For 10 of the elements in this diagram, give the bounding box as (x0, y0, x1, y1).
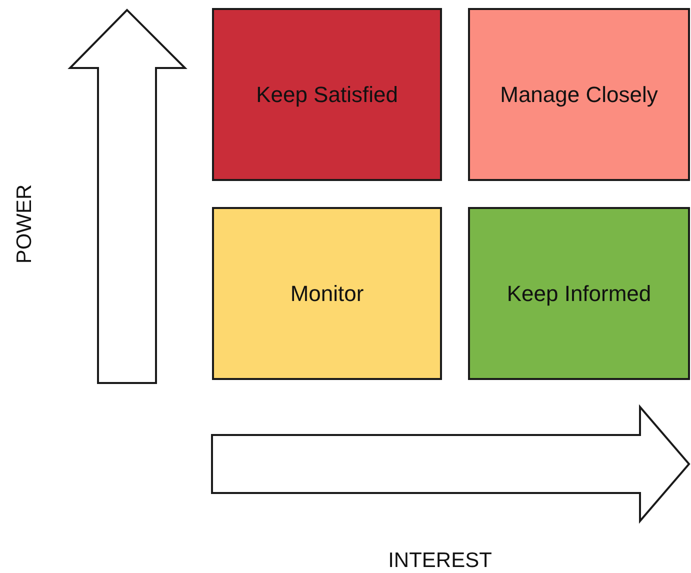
quadrant-label: Keep Satisfied (256, 82, 398, 108)
quadrant-box (468, 8, 690, 181)
quadrant-box (212, 207, 442, 380)
quadrant-box (212, 8, 442, 181)
quadrant-label: Manage Closely (500, 82, 658, 108)
axis-label: POWER (13, 184, 37, 264)
quadrant-label: Monitor (290, 280, 364, 306)
quadrant-box (468, 207, 690, 380)
axis-label: INTEREST (388, 549, 492, 573)
quadrant-label: Keep Informed (506, 280, 652, 306)
